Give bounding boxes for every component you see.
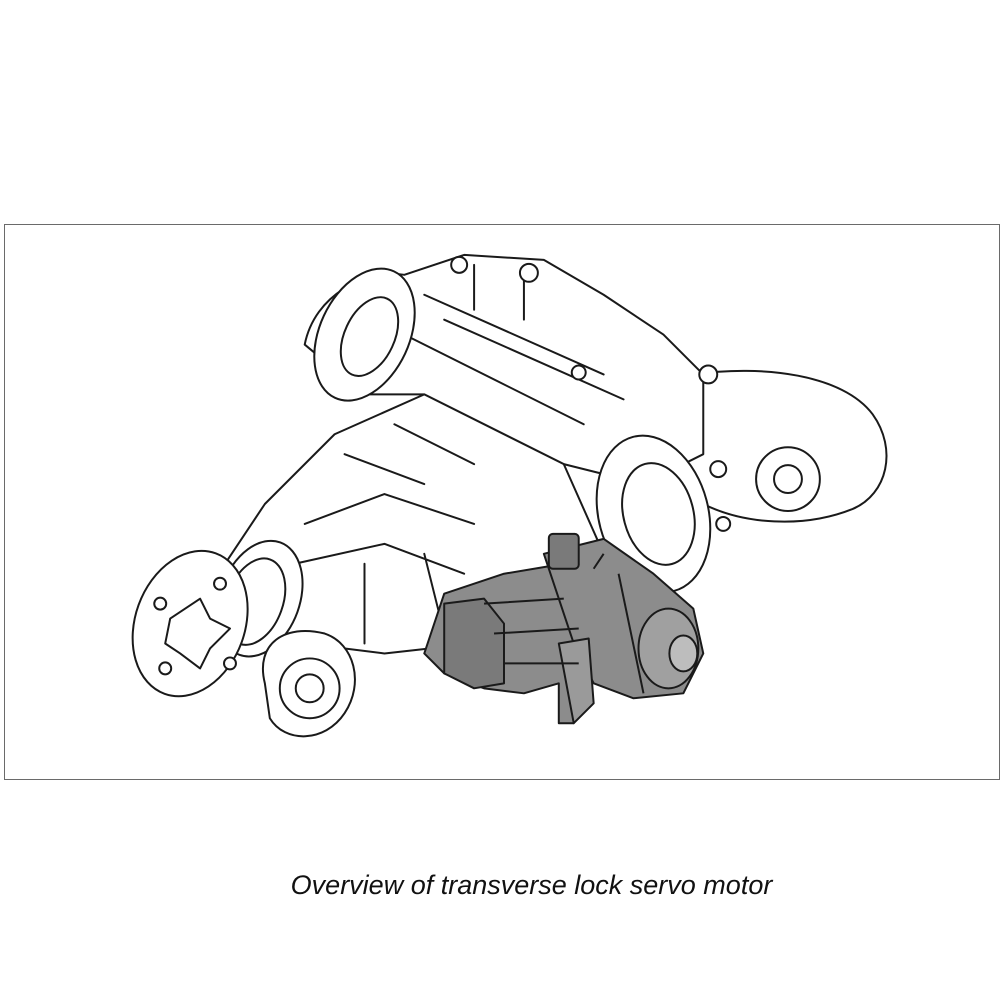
- cover-bolt-2: [450, 255, 469, 274]
- front-flange-hole-1: [153, 596, 168, 611]
- right-mount-bushing-inner: [773, 464, 803, 495]
- servo-gear-section: [443, 597, 505, 690]
- front-flange-hole-3: [223, 656, 237, 671]
- rear-flange-inner: [339, 296, 400, 377]
- cover-bolt-3: [570, 364, 587, 381]
- side-output-seal: [621, 462, 696, 566]
- servo-lever: [557, 637, 595, 725]
- side-flange-bolt-2: [715, 515, 732, 532]
- front-flange-hole-2: [213, 576, 227, 591]
- figure-caption: Overview of transverse lock servo motor: [290, 870, 773, 900]
- servo-motor-detail-lines: [484, 553, 645, 694]
- front-flange-hole-4: [158, 661, 173, 676]
- cover-ribs: [403, 263, 625, 426]
- servo-connector: [547, 532, 580, 570]
- front-flange-star: [164, 597, 231, 670]
- side-flange-bolt: [709, 460, 728, 479]
- transverse-lock-servo-motor: [423, 532, 705, 725]
- lower-mount-bushing-inner: [294, 673, 325, 704]
- cover-bolt-1: [518, 262, 539, 283]
- differential-line-drawing: [131, 253, 888, 738]
- illustration-frame: [4, 224, 1000, 780]
- housing-ribs: [293, 423, 476, 645]
- cover-bolt-4: [698, 364, 719, 385]
- servo-motor-shaft-cap: [668, 634, 699, 673]
